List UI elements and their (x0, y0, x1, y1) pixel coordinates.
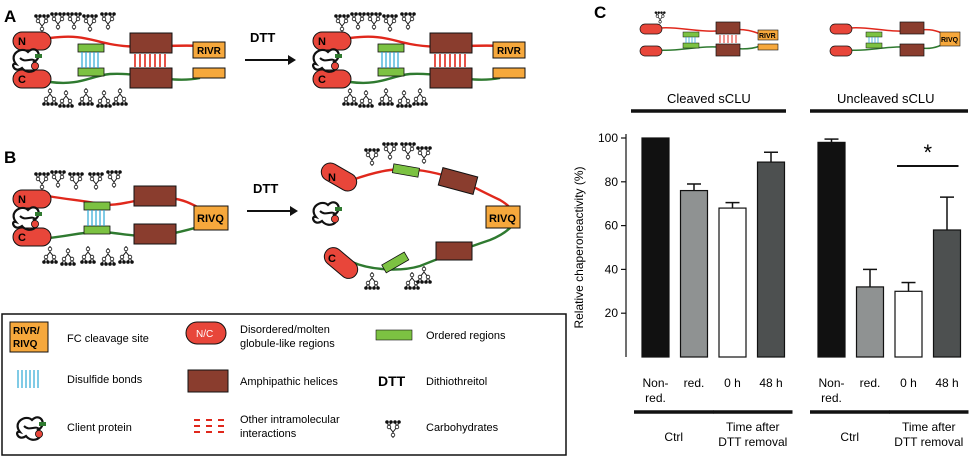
panel-b-label: B (4, 148, 16, 167)
legend-other-line2: interactions (240, 428, 297, 440)
panel-a-label: A (4, 7, 16, 26)
legend-carbohydrates-label: Carbohydrates (426, 422, 499, 434)
ctrl-group-label: Ctrl (664, 430, 683, 444)
ctrl-group-label: Ctrl (840, 430, 859, 444)
bar-cleaved-sclu-0 (641, 137, 670, 358)
cleavage-site-text: RIVR (497, 46, 522, 57)
legend-box (1, 313, 567, 456)
header-cleaved: Cleaved sCLU (667, 91, 751, 106)
legend-dtt-label: Dithiothreitol (426, 376, 487, 388)
dtt-arrow-label: DTT (253, 181, 278, 196)
bar-label: 0 h (724, 376, 741, 390)
c-label: C (318, 74, 326, 86)
legend-client-label: Client protein (67, 422, 132, 434)
significance-marker: * (923, 140, 932, 165)
bar-cleaved-sclu-2 (718, 207, 747, 358)
panel-a-left-molecule: N C RIVR (12, 11, 226, 109)
mini-uncleaved-box-text: RIVQ (941, 37, 959, 44)
time-group-label-line2: DTT removal (894, 435, 963, 449)
legend-amphipathic-swatch (187, 369, 229, 393)
bar-uncleaved-sclu-1 (855, 286, 885, 358)
panel-b-left-molecule: N C RIVQ (12, 169, 229, 267)
y-tick-label: 60 (605, 219, 619, 233)
y-tick-label: 40 (605, 262, 619, 276)
legend-disulfide-swatch (17, 370, 39, 388)
bar-cleaved-sclu-3 (756, 161, 786, 358)
panel-c-label: C (594, 3, 606, 22)
legend-disordered-line2: globule-like regions (240, 338, 335, 350)
legend-interactions-swatch (194, 419, 224, 433)
legend-cleavage-swatch (9, 321, 49, 353)
legend-cleavage-label: FC cleavage site (67, 333, 149, 345)
cleavage-site-box (192, 41, 226, 59)
mini-diagram-uncleaved: RIVQ (829, 21, 961, 57)
bar-label: red. (645, 391, 666, 405)
legend-dtt-symbol: DTT (378, 373, 406, 389)
time-group-label-line1: Time after (902, 420, 956, 434)
bar-label: red. (821, 391, 842, 405)
y-tick-label: 100 (598, 131, 618, 145)
y-axis-label: Relative chaperoneactivity (%) (572, 166, 586, 328)
bar-uncleaved-sclu-0 (817, 141, 846, 358)
mini-diagram-cleaved: RIVR (639, 10, 779, 57)
bar-label: red. (860, 376, 881, 390)
ordered-region (77, 67, 105, 77)
y-tick-label: 80 (605, 175, 619, 189)
bar-label: 0 h (900, 376, 917, 390)
y-tick-label: 20 (605, 306, 619, 320)
legend-disordered-line1: Disordered/molten (240, 324, 330, 336)
n-label: N (328, 172, 336, 184)
bar-label: red. (684, 376, 705, 390)
n-label: N (18, 36, 26, 48)
panel-a-right-molecule: N C RIVR (312, 11, 526, 109)
header-uncleaved: Uncleaved sCLU (837, 91, 935, 106)
c-label: C (18, 232, 26, 244)
dtt-arrow-label: DTT (250, 30, 275, 45)
client-protein-icon (12, 48, 44, 73)
bar-label: Non- (642, 376, 668, 390)
amphipathic-helix (129, 67, 173, 89)
n-label: N (18, 194, 26, 206)
c-label: C (18, 74, 26, 86)
time-group-label-line2: DTT removal (718, 435, 787, 449)
cleavage-site-text: RIVQ (197, 213, 224, 225)
bar-uncleaved-sclu-2 (894, 290, 923, 358)
legend-ordered-swatch (375, 329, 413, 341)
n-label: N (318, 36, 326, 48)
mini-cleaved-box-text: RIVR (759, 33, 776, 40)
c-terminus (12, 69, 52, 89)
cleavage-site-box (192, 67, 226, 79)
amphipathic-helix (129, 32, 173, 54)
cleavage-site-text: RIVQ (489, 213, 516, 225)
legend-disulfide-label: Disulfide bonds (67, 374, 143, 386)
bar-label: 48 h (759, 376, 782, 390)
cleavage-site-text: RIVR (197, 46, 222, 57)
legend-cleavage-swatch-line2: RIVQ (13, 339, 38, 350)
bar-cleaved-sclu-1 (679, 189, 709, 358)
intramolecular-interactions (134, 54, 166, 67)
legend-cleavage-swatch-line1: RIVR/ (13, 326, 40, 337)
bar-label: 48 h (935, 376, 958, 390)
legend-nc-text: N/C (196, 329, 213, 340)
legend-disordered-swatch (185, 321, 227, 345)
legend: RIVR/ RIVQ FC cleavage site N/C Disorder… (9, 321, 506, 441)
time-group-label-line1: Time after (726, 420, 780, 434)
ordered-region (77, 43, 105, 53)
panel-b-right-molecule: N C RIVQ (312, 141, 521, 291)
legend-other-line1: Other intramolecular (240, 414, 340, 426)
disulfide-bonds (81, 52, 99, 68)
legend-ordered-label: Ordered regions (426, 330, 506, 342)
legend-amphipathic-label: Amphipathic helices (240, 376, 338, 388)
c-label: C (328, 253, 336, 265)
bar-label: Non- (818, 376, 844, 390)
bar-uncleaved-sclu-3 (932, 229, 962, 358)
